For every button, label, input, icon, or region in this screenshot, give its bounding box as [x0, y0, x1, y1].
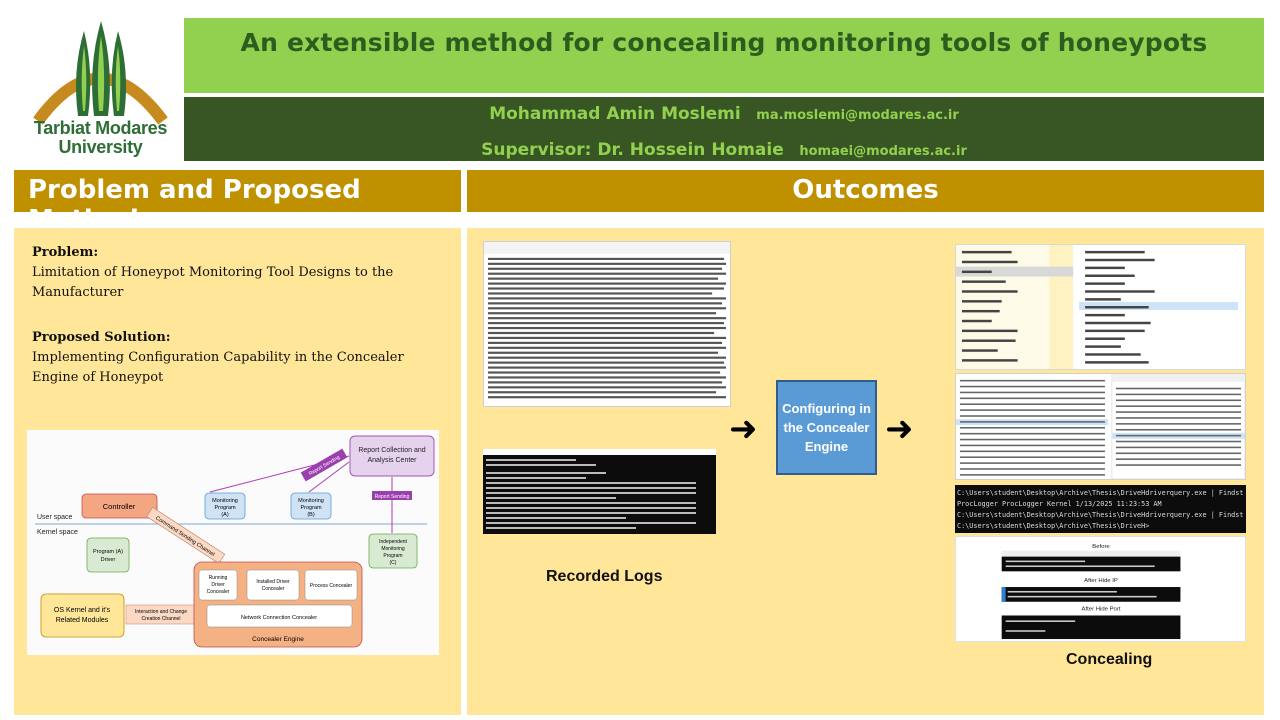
author-bar: Mohammad Amin Moslemi ma.moslemi@modares…	[184, 97, 1264, 161]
netstat-before-after-screenshot: Before After Hide IP After Hide Port	[955, 536, 1246, 642]
supervisor-line: Supervisor: Dr. Hossein Homaie homaei@mo…	[184, 140, 1264, 160]
prog-c-line1: Independent	[379, 539, 407, 545]
engine-label: Concealer Engine	[252, 636, 304, 643]
author-email: ma.moslemi@modares.ac.ir	[756, 108, 959, 123]
process-concealer-label: Process Concealer	[310, 583, 353, 589]
after-hide-ip-label: After Hide IP	[1084, 578, 1118, 584]
prog-c-line3: Program	[383, 553, 402, 559]
installed-driver-line1: Installed Driver	[256, 579, 290, 585]
driver-line2: Driver	[101, 557, 116, 563]
before-label: Before	[1092, 544, 1110, 550]
concealing-caption: Concealing	[1066, 651, 1153, 668]
kernel-space-label: Kernel space	[37, 529, 78, 536]
prog-a-line2: Program	[214, 505, 236, 511]
author-line: Mohammad Amin Moslemi ma.moslemi@modares…	[184, 104, 1264, 124]
cmd-line: C:\Users\student\Desktop\Archive\Thesis\…	[957, 489, 1244, 497]
console-log-screenshot	[483, 449, 716, 534]
log-viewer-screenshot	[483, 241, 731, 407]
prog-c-line4: (C)	[390, 560, 397, 566]
running-driver-line2: Driver	[211, 582, 225, 588]
prog-b-line1: Monitoring	[298, 498, 324, 504]
logo-text-line1: Tarbiat Modares	[33, 118, 168, 138]
problem-block: Problem: Limitation of Honeypot Monitori…	[32, 243, 432, 303]
poster-title: An extensible method for concealing moni…	[240, 28, 1208, 57]
right-arrow-icon: ➜	[729, 409, 758, 449]
solution-text: Implementing Configuration Capability in…	[32, 350, 404, 385]
configuring-box: Configuring in the Concealer Engine	[776, 380, 877, 475]
prog-b-line2: Program	[300, 505, 322, 511]
report-sending-label: Report Sending	[375, 494, 410, 500]
report-center-line2: Analysis Center	[367, 457, 417, 464]
solution-heading: Proposed Solution:	[32, 330, 171, 345]
interaction-line2: Creation Channel	[142, 616, 181, 622]
command-channel-label: Command Sending Channel	[154, 515, 215, 558]
solution-block: Proposed Solution: Implementing Configur…	[32, 328, 432, 388]
problem-heading: Problem:	[32, 245, 99, 260]
os-kernel-line2: Related Modules	[56, 617, 109, 624]
prog-a-line1: Monitoring	[212, 498, 238, 504]
running-driver-line3: Concealer	[207, 589, 230, 595]
report-center-line1: Report Collection and	[358, 447, 425, 454]
author-name: Mohammad Amin Moslemi	[489, 104, 741, 124]
running-driver-line1: Running	[209, 575, 228, 581]
prog-c-line2: Monitoring	[381, 546, 405, 552]
controller-label: Controller	[103, 502, 136, 511]
prog-b-line3: (B)	[307, 512, 315, 518]
installed-driver-line2: Concealer	[262, 586, 285, 592]
university-logo	[33, 21, 168, 125]
logo-text-line2: University	[58, 137, 143, 157]
right-section-title: Outcomes	[467, 170, 1264, 212]
cmd-line: C:\Users\student\Desktop\Archive\Thesis\…	[957, 511, 1244, 519]
process-list-screenshot	[955, 244, 1246, 370]
problem-text: Limitation of Honeypot Monitoring Tool D…	[32, 265, 394, 300]
user-space-label: User space	[37, 514, 73, 521]
after-hide-port-label: After Hide Port	[1082, 607, 1121, 613]
supervisor-name: Supervisor: Dr. Hossein Homaie	[481, 140, 784, 160]
prog-a-line3: (A)	[221, 512, 229, 518]
driverquery-console: C:\Users\student\Desktop\Archive\Thesis\…	[955, 485, 1246, 533]
recorded-logs-caption: Recorded Logs	[546, 568, 663, 585]
architecture-diagram: User space Kernel space Report Collectio…	[27, 430, 439, 655]
network-concealer-label: Network Connection Concealer	[241, 615, 317, 621]
title-bar: An extensible method for concealing moni…	[184, 18, 1264, 93]
right-arrow-icon: ➜	[885, 409, 914, 449]
cmd-line: C:\Users\student\Desktop\Archive\Thesis\…	[957, 522, 1150, 530]
os-kernel-line1: OS Kernel and it's	[54, 607, 111, 614]
interaction-line1: Interaction and Change	[135, 609, 187, 615]
supervisor-email: homaei@modares.ac.ir	[799, 144, 967, 159]
driver-tables-screenshot	[955, 373, 1246, 480]
driver-line1: Program (A)	[93, 549, 123, 555]
cmd-line: ProcLogger ProcLogger Kernel 1/13/2025 1…	[957, 500, 1162, 508]
left-section-title: Problem and Proposed Method	[14, 170, 461, 235]
